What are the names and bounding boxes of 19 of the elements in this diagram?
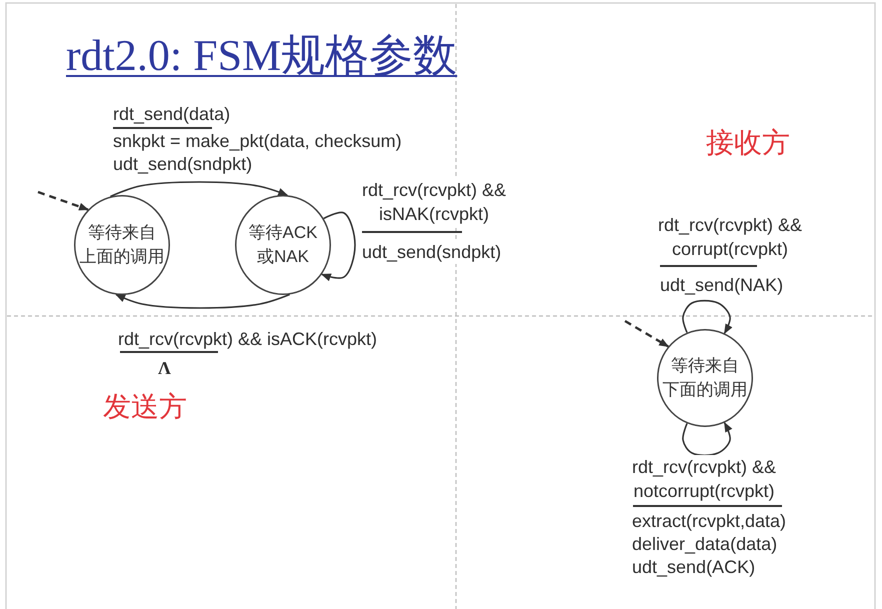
self-loop-arrow bbox=[320, 212, 356, 282]
transition-event: rdt_rcv(rcvpkt) && notcorrupt(rcvpkt) bbox=[632, 455, 776, 503]
start-arrow bbox=[38, 190, 89, 211]
self-loop-arrow bbox=[682, 422, 732, 456]
state-label: 等待来自下面的调用 bbox=[662, 355, 748, 401]
state-circle bbox=[235, 195, 331, 295]
state-circle bbox=[657, 329, 753, 427]
transition-arrow bbox=[110, 181, 288, 198]
slide-title: rdt2.0: FSM规格参数 bbox=[66, 30, 458, 82]
state-label: 等待ACK或NAK bbox=[248, 222, 318, 268]
state-label: 等待来自上面的调用 bbox=[80, 222, 164, 268]
transition-event: rdt_rcv(rcvpkt) && isNAK(rcvpkt) bbox=[362, 178, 506, 226]
self-loop-arrow bbox=[682, 300, 732, 334]
start-arrow bbox=[624, 320, 670, 348]
state-circle bbox=[74, 195, 170, 295]
transition-action: udt_send(sndpkt) bbox=[362, 240, 502, 264]
side-label: 接收方 bbox=[706, 126, 790, 160]
side-label: 发送方 bbox=[103, 390, 187, 424]
transition-arrow bbox=[115, 294, 290, 309]
